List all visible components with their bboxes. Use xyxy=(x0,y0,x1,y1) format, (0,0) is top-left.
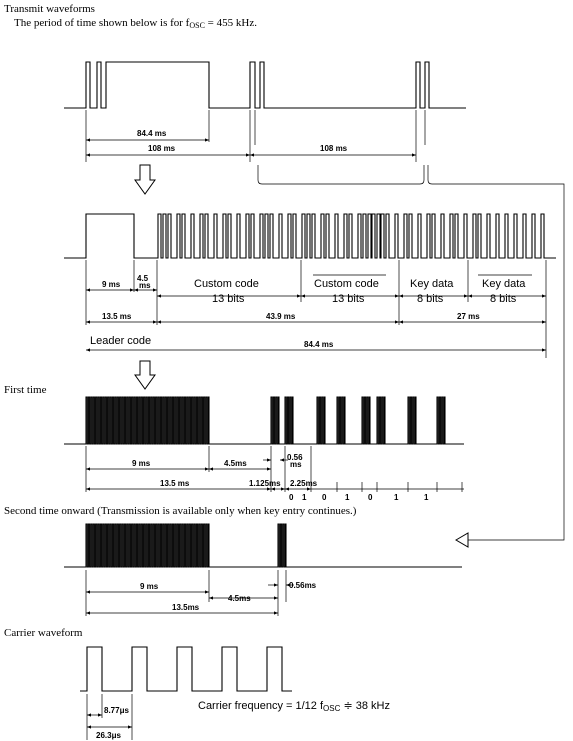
label-13-5-ms: 13.5 ms xyxy=(102,312,132,321)
label-27-ms: 27 ms xyxy=(457,312,480,321)
label-108-ms-a: 108 ms xyxy=(148,144,176,153)
carrier-waveform xyxy=(80,646,292,692)
label-108-ms-b: 108 ms xyxy=(320,144,348,153)
second-time-waveform xyxy=(64,523,462,568)
page-title: Transmit waveforms xyxy=(4,3,95,15)
label-8-77-us: 8.77μs xyxy=(104,706,129,715)
connector-arrow-icon xyxy=(455,532,469,548)
label-carrier-frequency: Carrier frequency = 1/12 fOSC ≑ 38 kHz xyxy=(198,700,390,713)
label-13-bits-1: 13 bits xyxy=(212,293,245,305)
label-4-5-ms: 4.5ms xyxy=(224,459,247,468)
bit-label: 0 xyxy=(289,493,294,502)
second-pulse-train xyxy=(64,523,462,568)
label-9-ms: 9 ms xyxy=(102,280,121,289)
label-0-56: 0.56 xyxy=(287,453,303,462)
label-custom-code-1: Custom code xyxy=(194,278,259,290)
bit-label: 0 xyxy=(368,493,373,502)
first-pulse-train xyxy=(64,396,464,445)
down-arrow-icon xyxy=(134,360,156,390)
label-26-3-us: 26.3μs xyxy=(96,731,121,740)
bit-label: 1 xyxy=(394,493,399,502)
label-4-5-unit: ms xyxy=(139,281,151,290)
label-leader-code: Leader code xyxy=(90,335,151,347)
connector-line xyxy=(427,165,565,541)
label-carrier-waveform: Carrier waveform xyxy=(4,627,83,639)
bit-label: 1 xyxy=(424,493,429,502)
label-0-56-unit: ms xyxy=(290,460,302,469)
label-key-data-1: Key data xyxy=(410,278,454,290)
label-13-5-ms: 13.5 ms xyxy=(160,479,190,488)
page-subtitle: The period of time shown below is for fO… xyxy=(14,17,257,30)
label-second-time: Second time onward (Transmission is avai… xyxy=(4,505,357,517)
code-waveform xyxy=(64,213,556,259)
bit-label: 1 xyxy=(345,493,350,502)
label-first-time: First time xyxy=(4,384,47,396)
frame-waveform xyxy=(64,61,466,109)
bit-label: 0 xyxy=(322,493,327,502)
down-arrow-icon xyxy=(134,164,156,195)
label-9-ms: 9 ms xyxy=(132,459,151,468)
label-key-data-2: Key data xyxy=(482,278,526,290)
label-13-5-ms: 13.5ms xyxy=(172,603,200,612)
label-0-56-ms: 0.56ms xyxy=(289,581,317,590)
label-84-4-ms-total: 84.4 ms xyxy=(304,340,334,349)
bit-boundaries xyxy=(336,482,463,492)
label-9-ms: 9 ms xyxy=(140,582,159,591)
label-8-bits-1: 8 bits xyxy=(417,293,444,305)
bit-label: 1 xyxy=(302,493,307,502)
label-84-4-ms: 84.4 ms xyxy=(137,129,167,138)
first-time-waveform xyxy=(64,396,464,445)
code-pulse-train xyxy=(64,213,556,259)
label-4-5-ms: 4.5ms xyxy=(228,594,251,603)
label-custom-code-2: Custom code xyxy=(314,278,379,290)
label-43-9-ms: 43.9 ms xyxy=(266,312,296,321)
label-1-125-ms: 1.125ms xyxy=(249,479,281,488)
label-2-25-ms: 2.25ms xyxy=(290,479,318,488)
connector-bracket xyxy=(257,165,425,185)
label-13-bits-2: 13 bits xyxy=(332,293,365,305)
label-4-5: 4.5 xyxy=(137,274,149,283)
label-8-bits-2: 8 bits xyxy=(490,293,517,305)
